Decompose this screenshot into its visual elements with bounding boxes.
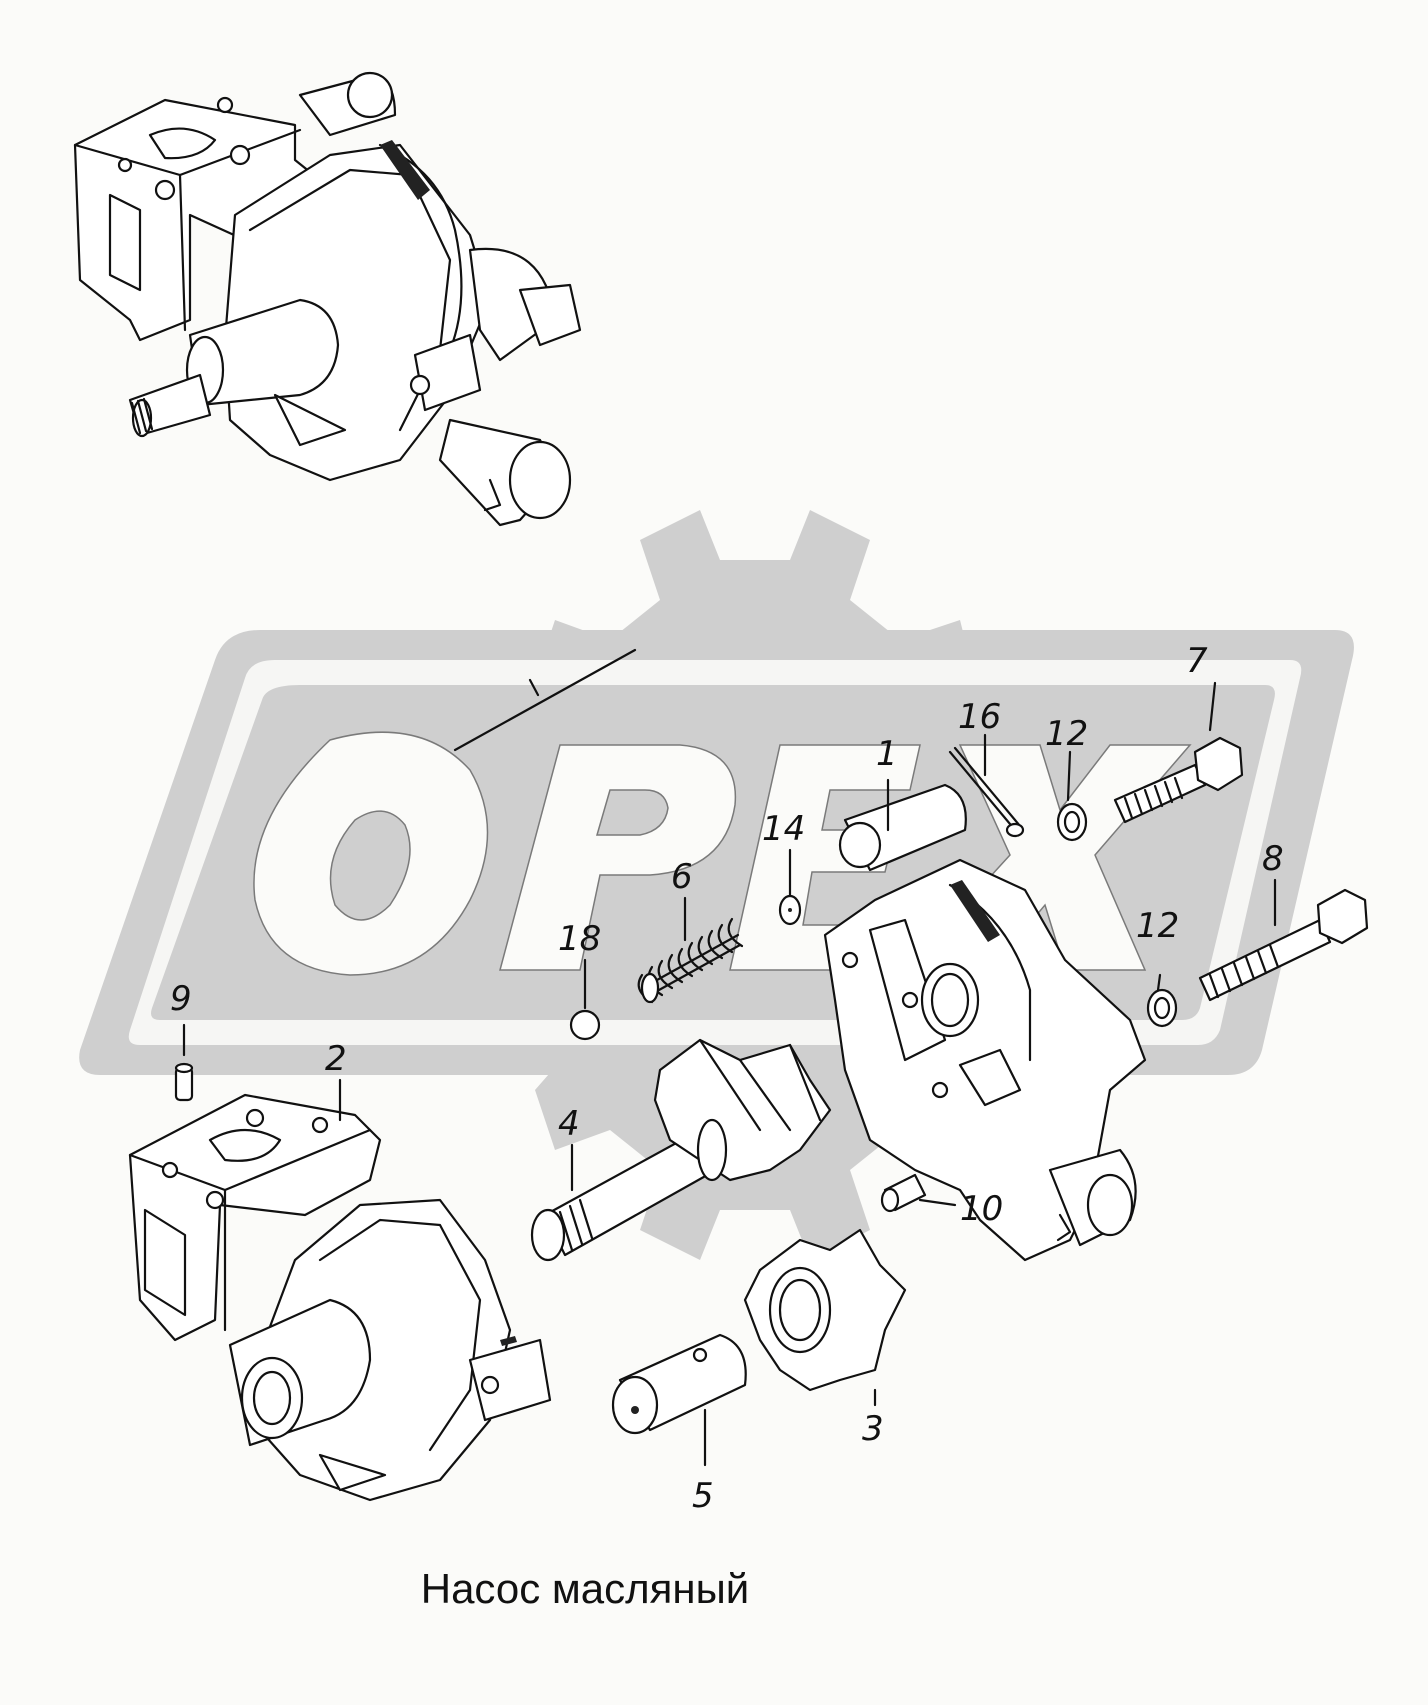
part-1-cover [823,783,1147,1262]
callout-1: 1 [876,734,898,774]
callout-7: 7 [1186,641,1208,681]
part-9-pin [174,1062,194,1102]
leader-lines [182,648,1277,1467]
callout-16: 16 [958,697,1001,737]
callout-8: 8 [1262,839,1284,879]
part-8-bolt [1198,888,1369,1002]
callout-5: 5 [692,1476,714,1516]
callout-14: 14 [762,809,805,849]
callout-12-bottom: 12 [1136,906,1179,946]
callout-2: 2 [325,1039,347,1079]
assembled-pump-drawing [73,71,582,527]
part-18-ball [569,1009,601,1041]
part-7-bolt [1113,736,1244,824]
callout-10: 10 [960,1189,1003,1229]
part-10-pin [880,1173,927,1213]
callout-9: 9 [170,979,192,1019]
part-2-body [128,1093,552,1502]
callout-12-top: 12 [1045,714,1088,754]
part-14-washer [778,894,802,926]
callout-18: 18 [558,919,601,959]
part-4-drive-shaft [530,1038,832,1262]
callout-4: 4 [558,1104,580,1144]
callout-6: 6 [671,857,693,897]
part-16-cotter-pin [948,746,1025,838]
part-12-washer-top [1056,802,1088,842]
diagram-caption: Насос масляный [420,1565,750,1612]
part-5-axle [611,1333,747,1435]
part-3-gear [743,1228,907,1392]
callouts: 1 2 3 4 5 6 7 8 9 10 12 12 14 16 18 [170,641,1284,1516]
part-6-spring [637,917,744,1004]
callout-3: 3 [862,1409,884,1449]
part-12-washer-bottom [1146,988,1178,1028]
